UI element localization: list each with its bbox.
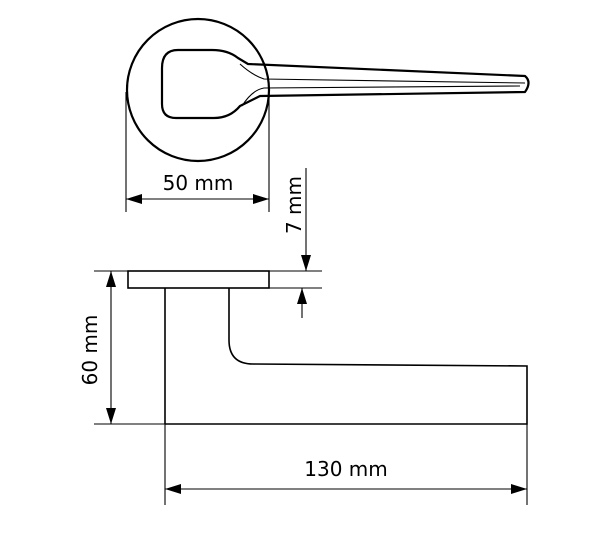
arrowhead-top	[106, 271, 116, 287]
dimension-rose-thickness: 7 mm	[269, 168, 322, 318]
arrowhead-down	[301, 255, 311, 271]
dimension-label-130mm: 130 mm	[304, 457, 388, 481]
arrowhead-left	[165, 484, 181, 494]
arrowhead-up	[297, 288, 307, 304]
rose-outline	[125, 17, 271, 163]
dimension-label-7mm: 7 mm	[282, 176, 306, 234]
arrowhead-bottom	[106, 408, 116, 424]
lever-outline	[160, 48, 530, 120]
top-view	[125, 17, 530, 163]
arrowhead-right	[511, 484, 527, 494]
lever-ridge-line	[239, 63, 526, 84]
handle-side-profile	[165, 288, 528, 425]
lever-ridge-line-lower	[241, 85, 521, 107]
dimension-label-60mm: 60 mm	[78, 315, 102, 386]
side-view	[127, 270, 528, 425]
dimension-label-50mm: 50 mm	[163, 171, 234, 195]
arrowhead-right	[253, 194, 269, 204]
dimension-rose-diameter: 50 mm	[125, 92, 270, 212]
arrowhead-left	[126, 194, 142, 204]
dimension-handle-length: 130 mm	[164, 424, 528, 505]
dimension-handle-height: 60 mm	[78, 270, 165, 425]
rose-plate	[127, 270, 270, 289]
